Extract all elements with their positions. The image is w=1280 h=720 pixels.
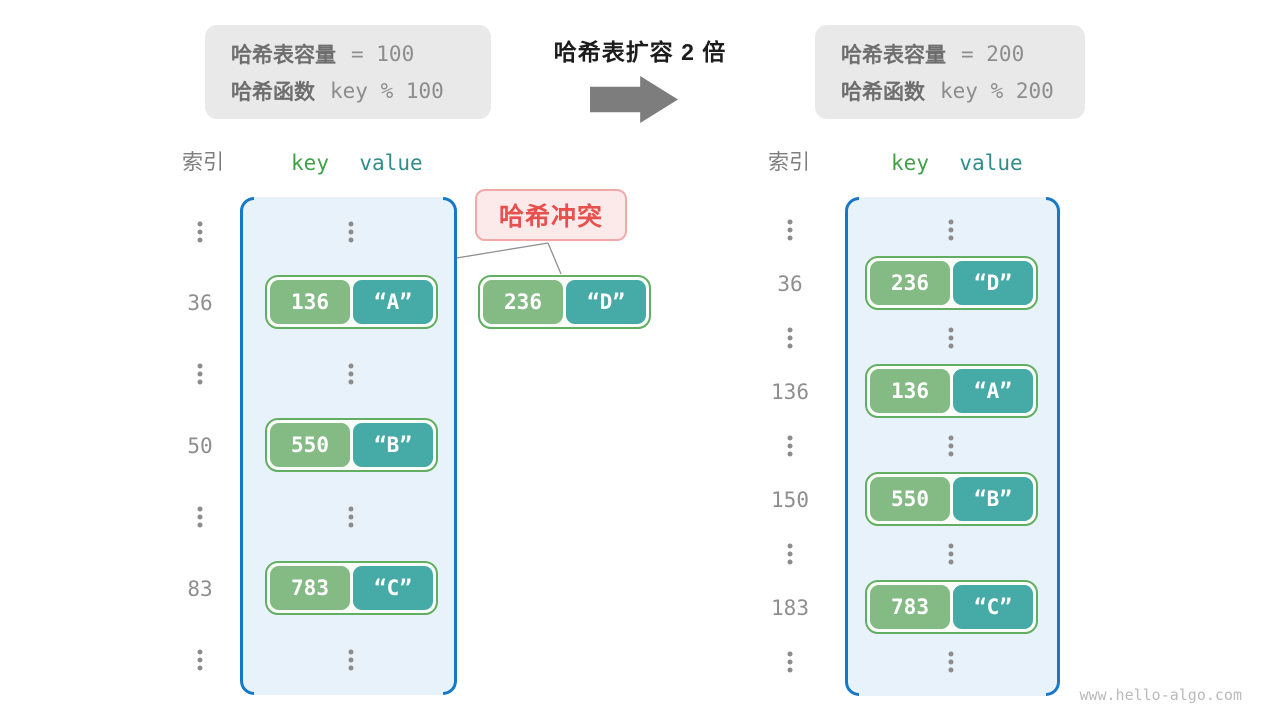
transition-title: 哈希表扩容 2 倍 <box>553 39 727 65</box>
right-pair-row: 550 “B” <box>865 472 1038 526</box>
value-cell: “D” <box>566 280 646 324</box>
left-pair-row: 550 “B” <box>265 418 438 472</box>
value-cell: “C” <box>953 585 1033 629</box>
value-cell: “A” <box>953 369 1033 413</box>
value-cell: “B” <box>953 477 1033 521</box>
hash-fn-line-after: 哈希函数 key % 200 <box>841 76 1085 106</box>
left-index-label: 83 <box>187 577 213 601</box>
left-pair-row: 783 “C” <box>265 561 438 615</box>
left-header-key: key <box>291 151 329 175</box>
hash-fn-line-before: 哈希函数 key % 100 <box>231 76 491 106</box>
right-bucket-ellipsis <box>948 435 954 457</box>
left-bucket-ellipsis <box>348 363 354 385</box>
value-cell: “C” <box>353 566 433 610</box>
left-bucket-ellipsis <box>348 221 354 243</box>
right-pair-row: 236 “D” <box>865 256 1038 310</box>
right-pair-row: 136 “A” <box>865 364 1038 418</box>
hash-fn-code-after: key % 200 <box>940 78 1054 103</box>
right-header-index: 索引 <box>768 151 810 174</box>
key-cell: 783 <box>270 566 350 610</box>
capacity-line-before: 哈希表容量 = 100 <box>231 39 491 69</box>
right-index-label: 36 <box>777 272 803 296</box>
right-header-key: key <box>891 151 929 175</box>
left-index-label: 50 <box>187 434 213 458</box>
left-index-ellipsis <box>197 649 203 671</box>
left-bucket-ellipsis <box>348 506 354 528</box>
capacity-code-before: = 100 <box>351 41 415 66</box>
capacity-line-after: 哈希表容量 = 200 <box>841 39 1085 69</box>
key-cell: 136 <box>270 280 350 324</box>
left-index-ellipsis <box>197 363 203 385</box>
value-cell: “A” <box>353 280 433 324</box>
right-index-label: 136 <box>771 380 809 404</box>
right-index-ellipsis <box>787 543 793 565</box>
expand-arrow-icon <box>590 76 678 123</box>
right-bucket-ellipsis <box>948 327 954 349</box>
hash-fn-code-before: key % 100 <box>330 78 444 103</box>
key-cell: 550 <box>270 423 350 467</box>
right-header-value: value <box>959 151 1023 175</box>
right-bucket-ellipsis <box>948 219 954 241</box>
capacity-label-before: 哈希表容量 <box>231 43 336 67</box>
key-cell: 550 <box>870 477 950 521</box>
hash-fn-label-after: 哈希函数 <box>841 80 925 104</box>
left-bucket-ellipsis <box>348 649 354 671</box>
right-bucket-ellipsis <box>948 651 954 673</box>
right-index-ellipsis <box>787 435 793 457</box>
left-pair-row: 136 “A” <box>265 275 438 329</box>
right-index-ellipsis <box>787 327 793 349</box>
conflict-pair: 236 “D” <box>478 275 651 329</box>
left-index-ellipsis <box>197 221 203 243</box>
right-index-label: 150 <box>771 488 809 512</box>
hash-conflict-label: 哈希冲突 <box>475 189 627 241</box>
key-cell: 236 <box>483 280 563 324</box>
value-cell: “B” <box>353 423 433 467</box>
capacity-code-after: = 200 <box>961 41 1025 66</box>
right-bucket-ellipsis <box>948 543 954 565</box>
value-cell: “D” <box>953 261 1033 305</box>
key-cell: 136 <box>870 369 950 413</box>
right-index-label: 183 <box>771 596 809 620</box>
left-index-label: 36 <box>187 291 213 315</box>
right-pair-row: 783 “C” <box>865 580 1038 634</box>
right-index-ellipsis <box>787 219 793 241</box>
key-cell: 783 <box>870 585 950 629</box>
info-box-before: 哈希表容量 = 100 哈希函数 key % 100 <box>205 25 491 119</box>
left-index-ellipsis <box>197 506 203 528</box>
left-header-value: value <box>359 151 423 175</box>
key-cell: 236 <box>870 261 950 305</box>
info-box-after: 哈希表容量 = 200 哈希函数 key % 200 <box>815 25 1085 119</box>
left-header-index: 索引 <box>182 151 224 174</box>
right-index-ellipsis <box>787 651 793 673</box>
hash-fn-label-before: 哈希函数 <box>231 80 315 104</box>
watermark: www.hello-algo.com <box>1079 686 1242 704</box>
capacity-label-after: 哈希表容量 <box>841 43 946 67</box>
